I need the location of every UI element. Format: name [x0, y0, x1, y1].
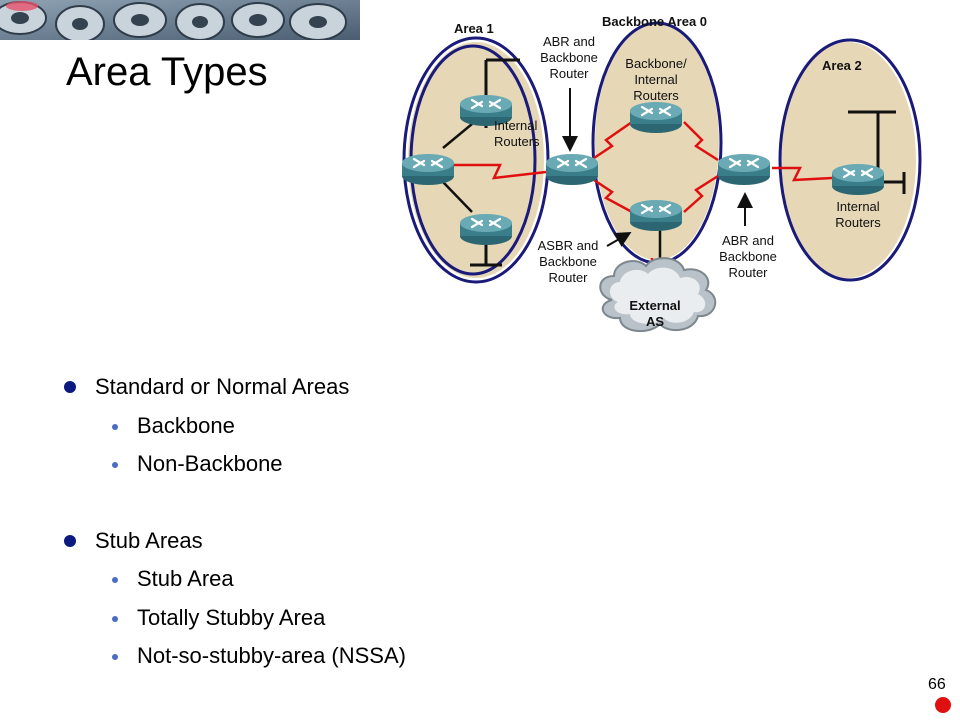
sub-bullet-text: Totally Stubby Area: [137, 604, 326, 630]
svg-text:Internal: Internal: [634, 72, 677, 87]
svg-text:ASBR and: ASBR and: [538, 238, 599, 253]
sub-bullet-stub-area: Stub Area: [62, 562, 662, 601]
serial-link-asbr-abr: [683, 174, 719, 213]
sub-bullet-dot-icon: [112, 462, 118, 468]
link-area1-b: [442, 181, 473, 213]
area-2-internal-label: Internal Routers: [835, 199, 881, 230]
ospf-area-diagram: Area 1 Backbone Area 0 Area 2 ABR and Ba…: [400, 14, 922, 333]
svg-text:AS: AS: [646, 314, 664, 329]
abr-top-label: ABR and Backbone Router: [540, 34, 598, 81]
svg-text:Routers: Routers: [494, 134, 540, 149]
external-as-label: External AS: [629, 298, 680, 329]
sub-bullet-text: Non-Backbone: [137, 451, 283, 476]
sub-bullet-non-backbone: Non-Backbone: [62, 447, 662, 486]
bullet-text: Standard or Normal Areas: [95, 374, 350, 399]
page-number: 66: [928, 676, 946, 693]
svg-text:Router: Router: [548, 270, 588, 285]
svg-text:Backbone: Backbone: [539, 254, 597, 269]
backbone-area-label: Backbone Area 0: [602, 14, 707, 29]
abr-right-label: ABR and Backbone Router: [719, 233, 777, 280]
svg-text:Backbone/: Backbone/: [625, 56, 687, 71]
sub-bullet-nssa: Not-so-stubby-area (NSSA): [62, 639, 662, 678]
svg-text:Internal: Internal: [494, 118, 537, 133]
area-2-label: Area 2: [822, 58, 862, 73]
sub-bullet-dot-icon: [112, 615, 118, 622]
router-icon: [628, 100, 684, 134]
sub-bullet-text: Backbone: [137, 412, 235, 438]
sub-bullet-dot-icon: [112, 577, 118, 583]
router-icon: [400, 152, 456, 186]
bullet-list: Standard or Normal Areas Backbone Non-Ba…: [62, 370, 662, 678]
area-2-outline: [778, 38, 922, 282]
bullet-dot-icon: [64, 381, 76, 393]
bullet-standard-areas: Standard or Normal Areas: [62, 370, 662, 409]
sub-bullet-backbone: Backbone: [62, 409, 662, 448]
bullet-dot-icon: [64, 534, 76, 547]
serial-link-abr-area2: [772, 166, 833, 182]
svg-text:ABR and: ABR and: [543, 34, 595, 49]
backbone-area-region: [595, 24, 719, 260]
area-1-internal-label: Internal Routers: [494, 118, 540, 149]
asbr-label: ASBR and Backbone Router: [538, 238, 599, 285]
area-2-region: [780, 42, 916, 278]
sub-bullet-totally-stubby: Totally Stubby Area: [62, 601, 662, 640]
sub-bullet-text: Stub Area: [137, 566, 234, 591]
slide-marker-dot-icon: [935, 697, 951, 713]
header-banner-image: [0, 0, 360, 43]
svg-text:ABR and: ABR and: [722, 233, 774, 248]
router-icon: [544, 152, 600, 186]
serial-link-backbone-abr: [683, 121, 719, 162]
router-icon: [830, 162, 886, 196]
link-area1-a: [442, 123, 473, 149]
router-icon: [628, 198, 684, 232]
slide-title: Area Types: [66, 50, 268, 94]
arrow-asbr: [606, 232, 632, 247]
svg-text:Backbone: Backbone: [540, 50, 598, 65]
bullet-stub-areas: Stub Areas: [62, 524, 662, 563]
sub-bullet-dot-icon: [112, 654, 118, 660]
lan-segment-area2: [848, 110, 906, 194]
bullet-text: Stub Areas: [95, 527, 203, 553]
serial-link-abr-backbone: [593, 120, 633, 160]
svg-text:Internal: Internal: [836, 199, 879, 214]
svg-text:External: External: [629, 298, 680, 313]
cloud-icon: [599, 257, 717, 333]
backbone-internal-label: Backbone/ Internal Routers: [625, 56, 687, 103]
svg-text:Routers: Routers: [633, 88, 679, 103]
serial-link-abr-asbr: [593, 178, 633, 214]
svg-text:Backbone: Backbone: [719, 249, 777, 264]
svg-text:Routers: Routers: [835, 215, 881, 230]
router-icon: [458, 212, 514, 246]
sub-bullet-dot-icon: [112, 423, 118, 430]
serial-link-area1-abr: [454, 163, 547, 180]
area-1-label: Area 1: [454, 21, 494, 36]
router-icon: [716, 152, 772, 186]
sub-bullet-text: Not-so-stubby-area (NSSA): [137, 643, 406, 668]
svg-text:Router: Router: [549, 66, 589, 81]
svg-text:Router: Router: [728, 265, 768, 280]
